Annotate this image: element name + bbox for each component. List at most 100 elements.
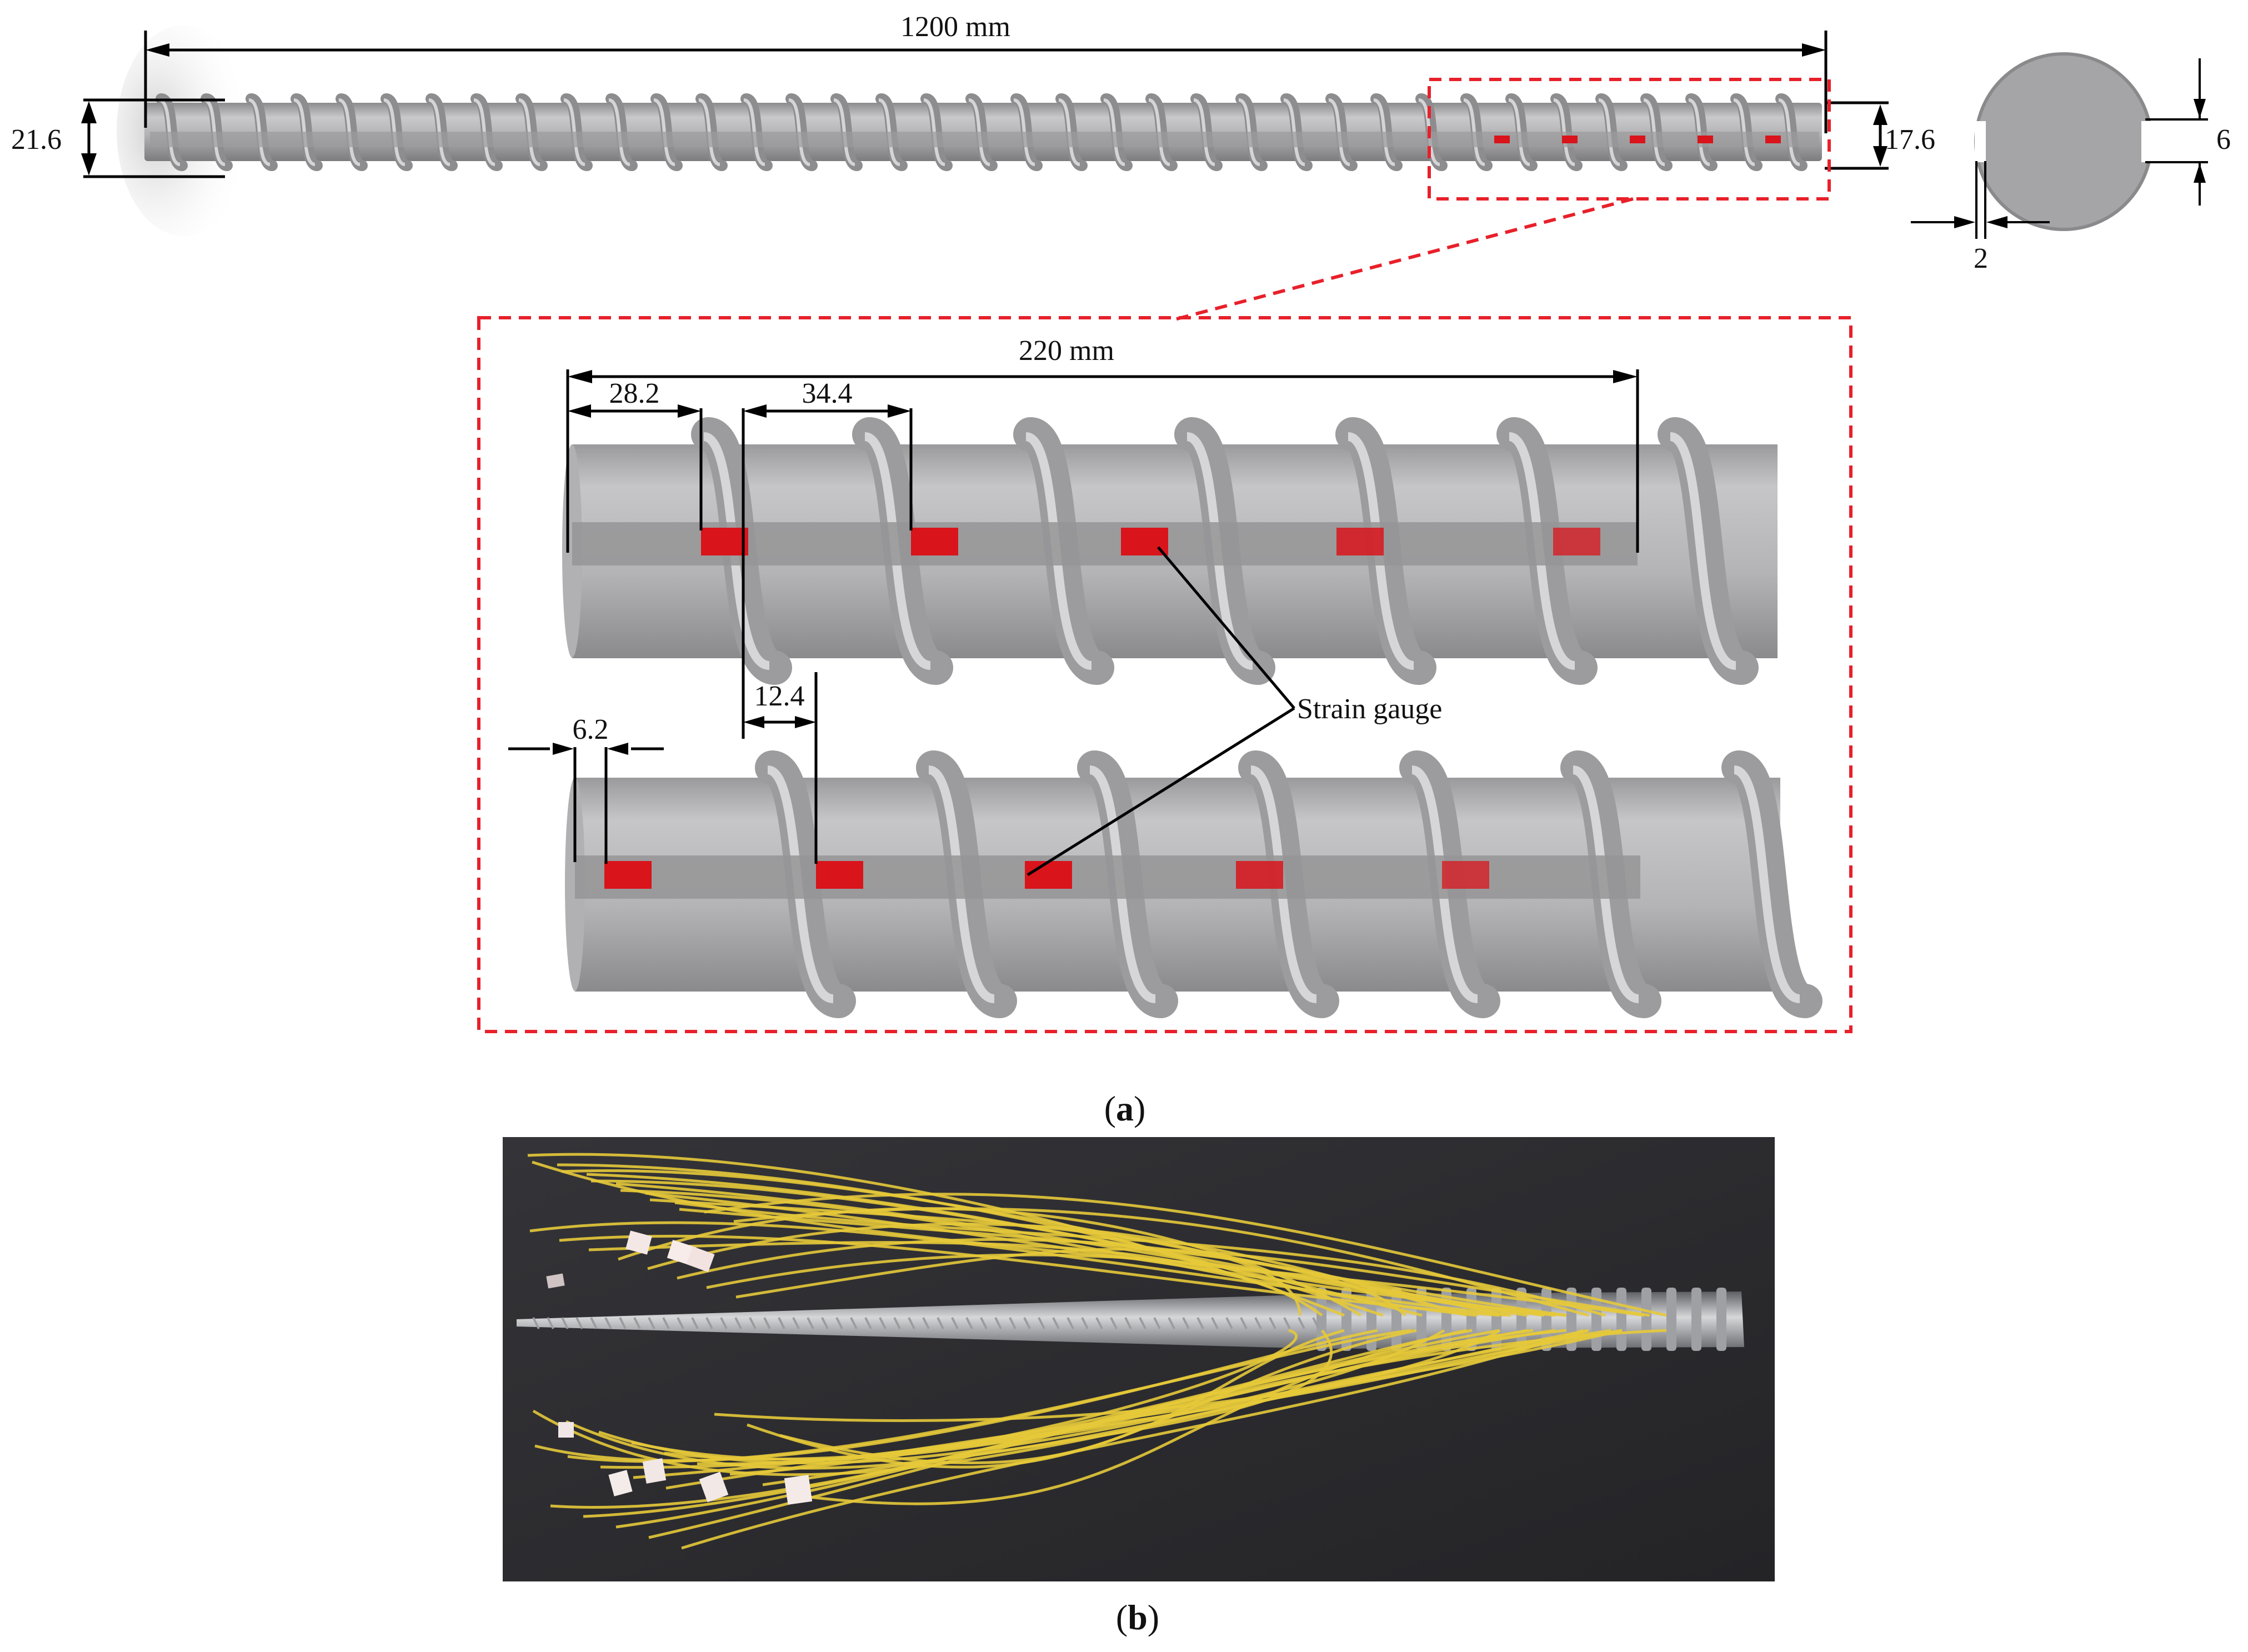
wire (681, 1329, 1584, 1550)
thread-rib (1124, 1317, 1132, 1329)
thread-rib (1225, 1317, 1233, 1329)
thread-rib (532, 1317, 540, 1329)
thread-rib (864, 1317, 872, 1329)
thread-rib (1067, 1317, 1074, 1329)
thread-rib (951, 1317, 959, 1329)
wire (620, 1189, 1478, 1317)
specimen-photo (503, 1137, 1775, 1581)
thread-rib (994, 1317, 1002, 1329)
right-diameter-dimension: 17.6 (1825, 101, 1935, 170)
edge-offset-label: 6.2 (573, 714, 609, 745)
wire (561, 1169, 1567, 1317)
thread-rib (1153, 1317, 1161, 1329)
thread-rib (879, 1317, 887, 1329)
thread-rib (1240, 1317, 1248, 1329)
wire (590, 1179, 1556, 1317)
thread-rib (1269, 1317, 1276, 1329)
thread-rib (1095, 1317, 1103, 1329)
thread-rib (980, 1317, 988, 1329)
thread-rib (893, 1317, 901, 1329)
gauge-zone-highlight (1428, 78, 1831, 201)
thread-rib (1312, 1317, 1320, 1329)
wire (600, 1329, 1445, 1469)
wire (679, 1208, 1406, 1316)
wire-tags (546, 1230, 813, 1505)
full-rebar-gauges (1494, 136, 1781, 143)
thread-rib (1641, 1288, 1651, 1351)
thread-rib (965, 1317, 973, 1329)
right-diameter-label: 17.6 (1885, 124, 1935, 156)
thread-rib (734, 1317, 742, 1329)
thread-rib (821, 1317, 829, 1329)
thread-rib (850, 1317, 858, 1329)
caption-b: (b) (1116, 1598, 1159, 1637)
thread-rib (691, 1317, 699, 1329)
overall-length-label: 1200 mm (900, 11, 1010, 43)
wire (588, 1241, 1323, 1316)
thread-rib (575, 1317, 583, 1329)
wire (532, 1160, 1645, 1317)
strain-gauge-label: Strain gauge (1297, 693, 1442, 725)
thread-rib (792, 1317, 800, 1329)
groove-width-label: 6 (2216, 124, 2231, 156)
thread-rib (633, 1317, 641, 1329)
detail-frame (477, 316, 1853, 1033)
detail-bar-bottom (565, 750, 1823, 1018)
full-rebar-drawing (117, 25, 1822, 236)
rib-highlight (1733, 765, 1801, 1003)
detail-bar-top (562, 417, 1778, 685)
thread-rib (604, 1317, 612, 1329)
thread-rib (1009, 1317, 1017, 1329)
thread-rib (547, 1317, 554, 1329)
thread-rib (1283, 1317, 1291, 1329)
detail-dimensions: 220 mm 28.2 34.4 12.4 (508, 335, 1639, 877)
thread-rib (1081, 1317, 1089, 1329)
thread-rib (1182, 1317, 1190, 1329)
thread-rib (1196, 1317, 1204, 1329)
thread-rib (561, 1317, 569, 1329)
thread-rib (1110, 1317, 1118, 1329)
left-diameter-label: 21.6 (11, 124, 62, 156)
thread-rib (1254, 1317, 1262, 1329)
left-diameter-dimension: 21.6 (11, 98, 225, 178)
thread-rib (662, 1317, 670, 1329)
wire (665, 1329, 1623, 1490)
thread-rib (590, 1317, 598, 1329)
panel-a: 1200 mm 21.6 17.6 (11, 11, 2231, 1128)
thread-rib (763, 1317, 771, 1329)
gauge-zone-length-label: 220 mm (1019, 335, 1114, 367)
thread-rib (908, 1317, 915, 1329)
thread-rib (619, 1317, 627, 1329)
rib-highlight (1669, 432, 1737, 670)
thread-rib (1666, 1288, 1676, 1351)
gauge-wires-lower (532, 1329, 1667, 1550)
thread-rib (937, 1317, 944, 1329)
gauge-spacing-label: 34.4 (802, 378, 853, 409)
groove-depth-label: 2 (1974, 243, 1988, 274)
cross-section: 6 2 (1911, 52, 2231, 274)
gauge-wires-upper (527, 1153, 1667, 1317)
gauge-stagger-label: 12.4 (754, 680, 805, 712)
thread-rib (1211, 1317, 1219, 1329)
first-gauge-offset-label: 28.2 (609, 378, 660, 409)
thread-rib (1298, 1317, 1305, 1329)
wire (649, 1198, 1301, 1316)
thread-rib (1691, 1288, 1701, 1351)
thread-rib (1168, 1317, 1175, 1329)
wire (704, 1193, 1667, 1317)
thread-rib (778, 1317, 785, 1329)
caption-a: (a) (1104, 1089, 1146, 1128)
thread-rib (1139, 1317, 1146, 1329)
thread-rib (677, 1317, 684, 1329)
wire (618, 1207, 1362, 1317)
thread-rib (922, 1317, 930, 1329)
thread-rib (705, 1317, 713, 1329)
thread-rib (807, 1317, 814, 1329)
thread-rib (835, 1317, 843, 1329)
wire (633, 1329, 1589, 1479)
thread-rib (749, 1317, 757, 1329)
thread-rib (720, 1317, 728, 1329)
thread-rib (1038, 1317, 1045, 1329)
thread-rib (1616, 1288, 1626, 1351)
